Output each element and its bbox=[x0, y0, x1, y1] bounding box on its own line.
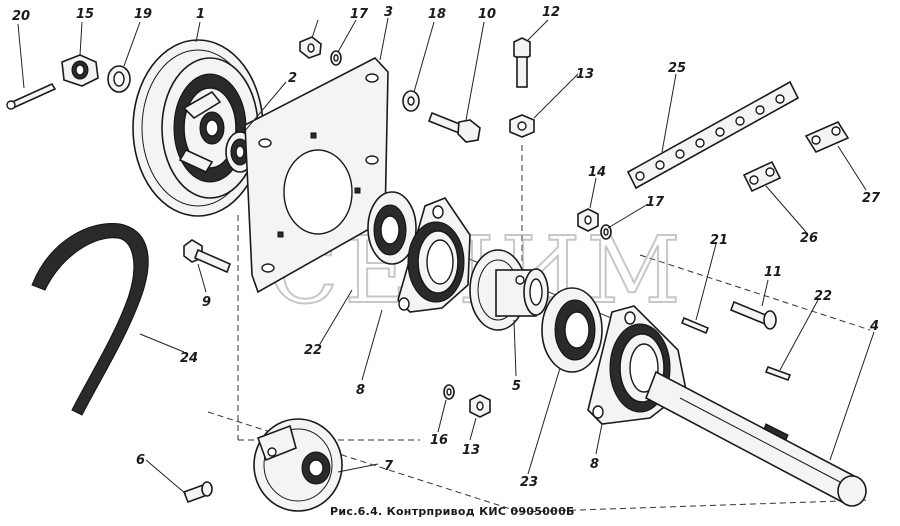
part-16-washer bbox=[443, 384, 455, 400]
part-nut-top-left bbox=[299, 36, 322, 59]
callout-label: 17 bbox=[646, 195, 665, 210]
part-17-spring-washer-top bbox=[330, 50, 342, 66]
callout-label: 1 bbox=[196, 7, 205, 22]
callout-label: 21 bbox=[710, 233, 728, 248]
callout-label: 22 bbox=[304, 343, 322, 358]
callout-label: 12 bbox=[542, 5, 560, 20]
part-11-bolt bbox=[729, 300, 777, 330]
part-15-castle-nut bbox=[61, 54, 99, 87]
callout-label: 26 bbox=[800, 231, 818, 246]
callout-label: 13 bbox=[576, 67, 594, 82]
callout-label: 20 bbox=[12, 9, 30, 24]
figure-caption: Рис.6.4. Контрпривод КИС 0905000Б bbox=[330, 505, 575, 518]
part-10-bolt bbox=[427, 111, 481, 143]
part-21-pin bbox=[680, 316, 710, 335]
part-bearing-left bbox=[367, 191, 417, 265]
callout-label: 8 bbox=[356, 383, 365, 398]
part-4-shaft bbox=[644, 370, 867, 507]
callout-label: 18 bbox=[428, 7, 446, 22]
callout-label: 19 bbox=[134, 7, 152, 22]
callout-leader-lines bbox=[17, 17, 875, 495]
part-23-bearing bbox=[541, 287, 603, 373]
callout-label: 16 bbox=[430, 433, 448, 448]
part-7-sprocket bbox=[253, 418, 343, 512]
part-22-pin-right bbox=[764, 365, 792, 382]
part-13-nut-top bbox=[509, 114, 535, 138]
part-20-cotter-pin bbox=[6, 82, 57, 110]
callout-label: 4 bbox=[869, 319, 879, 334]
callout-label: 9 bbox=[202, 295, 211, 310]
callout-label: 11 bbox=[764, 265, 782, 280]
callout-label: 6 bbox=[136, 453, 145, 468]
part-9-bolt bbox=[183, 239, 232, 274]
part-1-pulley bbox=[132, 39, 264, 217]
callout-label: 14 bbox=[588, 165, 606, 180]
callout-label: 5 bbox=[512, 379, 521, 394]
part-18-washer bbox=[402, 90, 420, 112]
callout-label: 7 bbox=[384, 459, 394, 474]
callout-label: 25 bbox=[668, 61, 686, 76]
part-13-nut-bottom bbox=[469, 394, 491, 418]
callout-label: 17 bbox=[350, 7, 369, 22]
callout-labels: 1 2 3 4 5 6 7 8 8 9 10 11 12 13 13 14 15… bbox=[12, 5, 881, 490]
part-26-offset-link bbox=[742, 160, 782, 193]
part-5-sprocket bbox=[469, 249, 549, 331]
callout-label: 23 bbox=[520, 475, 538, 490]
callout-label: 10 bbox=[478, 7, 496, 22]
callout-label: 15 bbox=[76, 7, 94, 22]
callout-label: 27 bbox=[862, 191, 881, 206]
part-27-connecting-link bbox=[804, 120, 850, 154]
callout-label: 24 bbox=[180, 351, 198, 366]
callout-label: 8 bbox=[590, 457, 599, 472]
part-24-v-belt bbox=[31, 223, 149, 416]
part-14-nut bbox=[577, 208, 599, 232]
part-12-bolt bbox=[513, 37, 531, 88]
callout-label: 3 bbox=[384, 5, 393, 20]
callout-label: 22 bbox=[814, 289, 832, 304]
part-19-washer bbox=[107, 65, 131, 93]
callout-label: 13 bbox=[462, 443, 480, 458]
callout-label: 2 bbox=[288, 71, 297, 86]
part-17-spring-washer-middle bbox=[600, 224, 612, 240]
part-6-pin bbox=[182, 481, 213, 504]
part-25-roller-chain bbox=[626, 80, 800, 190]
part-3-mounting-plate bbox=[244, 57, 389, 294]
part-bearing-housing-left bbox=[397, 197, 471, 313]
